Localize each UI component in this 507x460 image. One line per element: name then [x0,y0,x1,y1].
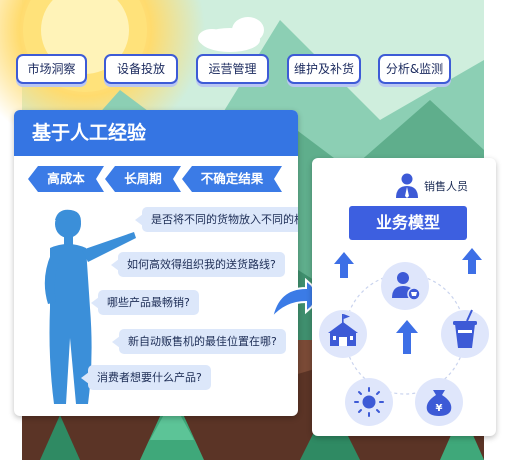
sales-person-icon [396,173,418,198]
tag-maintenance-restock: 维护及补货 [287,54,361,84]
question-bubble: 新自动贩售机的最佳位置在哪? [112,329,286,354]
sales-person-cart-icon [381,262,429,310]
up-arrow-icon [334,252,354,278]
chevron-uncertain-result: 不确定结果 [182,166,282,192]
business-model-panel: 销售人员 业务模型 [312,158,496,436]
tag-analysis-monitoring: 分析&监测 [378,54,451,84]
sun-icon [345,378,393,426]
question-bubble: 哪些产品最畅销? [91,290,199,315]
model-title: 业务模型 [349,206,467,240]
panel-title: 基于人工经验 [14,110,298,156]
drink-cup-icon [441,309,489,358]
chevron-high-cost: 高成本 [28,166,104,192]
question-bubble: 如何高效得组织我的送货路线? [111,252,285,277]
tag-market-insight: 市场洞察 [16,54,87,84]
tag-device-deployment: 设备投放 [104,54,178,84]
tag-operation-management: 运营管理 [196,54,269,84]
money-bag-icon: ¥ [415,378,463,426]
up-arrow-icon [396,320,418,354]
question-bubble: 是否将不同的货物放入不同的机器? [135,207,298,232]
model-cycle-diagram: ¥ [319,248,489,426]
experience-panel: 基于人工经验 高成本 长周期 不确定结果 是否将不同的货物放入不同的机器? 如何… [14,110,298,416]
school-building-icon [319,310,367,358]
svg-text:¥: ¥ [436,403,443,414]
role-label: 销售人员 [424,180,468,193]
up-arrow-icon [462,248,482,274]
question-bubble: 消费者想要什么产品? [81,365,211,390]
chevron-long-cycle: 长周期 [105,166,181,192]
presenter-silhouette-icon [44,209,136,404]
